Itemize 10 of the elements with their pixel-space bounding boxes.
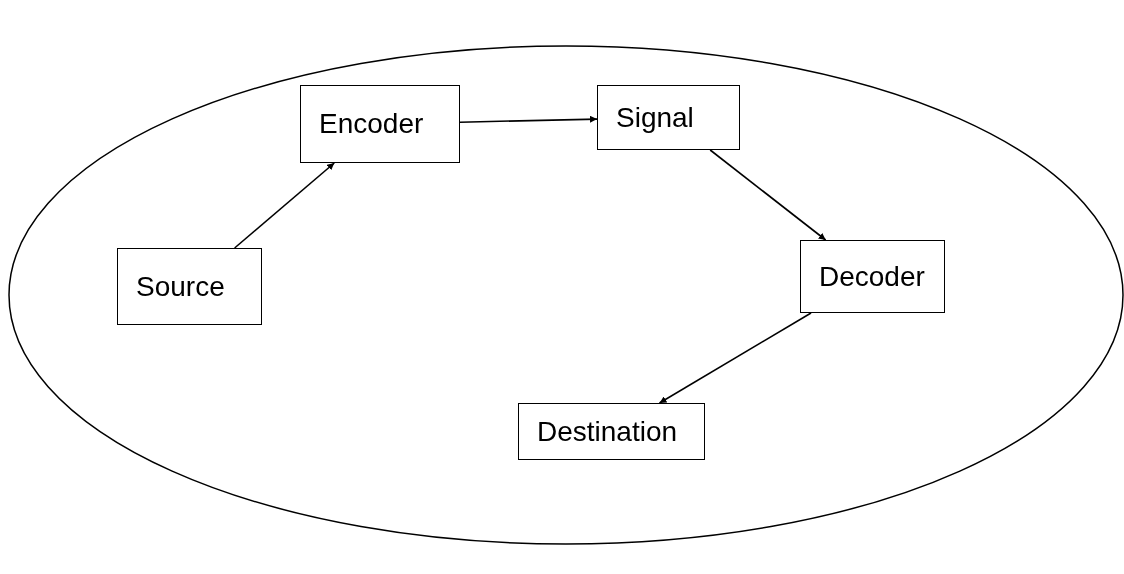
process-box: Source <box>117 248 262 325</box>
process-box: Decoder <box>800 240 945 313</box>
process-box: Signal <box>597 85 740 150</box>
arrow <box>658 312 812 404</box>
ellipse-outline <box>8 45 1124 545</box>
arrow <box>709 149 827 241</box>
process-box: Destination <box>518 403 705 460</box>
arrow <box>459 115 598 123</box>
arrow <box>233 162 336 249</box>
process-box: Encoder <box>300 85 460 163</box>
